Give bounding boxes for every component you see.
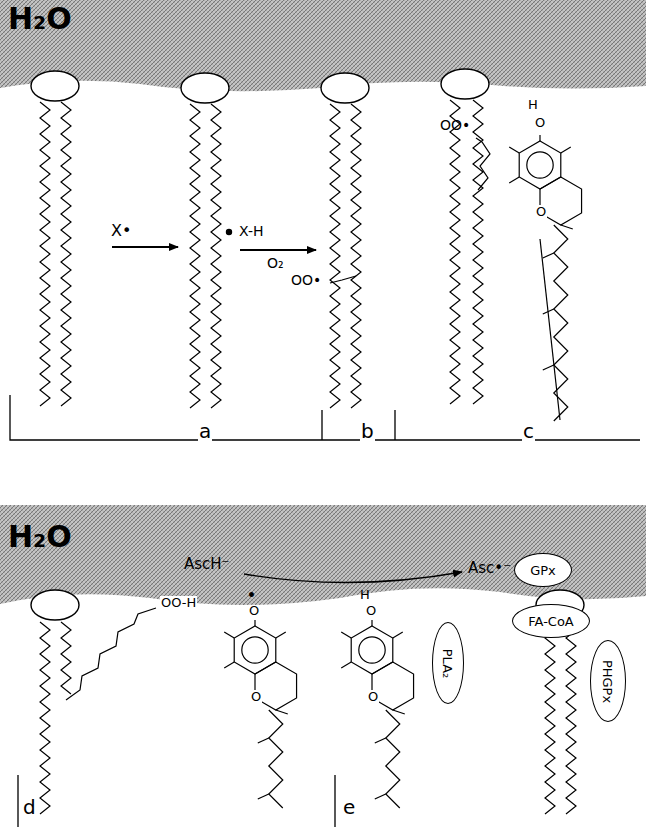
peroxyl-chain [476, 138, 490, 190]
fatty-acid-chain [473, 100, 483, 404]
fatty-acid-chain [545, 622, 555, 814]
atom-label: O [250, 690, 262, 704]
hydroxyl-bond [254, 620, 255, 626]
aromatic-ring [234, 626, 276, 674]
methyl-branch [543, 253, 554, 258]
fatty-acid-chain [40, 102, 50, 406]
methyl-branch [224, 632, 234, 638]
enzyme-ellipse: FA-CoA [512, 604, 590, 638]
methyl-branch [543, 365, 554, 370]
phospholipid-head [441, 69, 489, 99]
methyl-branch [276, 632, 286, 638]
methyl-branch [509, 177, 519, 183]
atom-label: H [528, 98, 538, 112]
enzyme-name: GPx [530, 563, 556, 578]
atom-label: O [535, 116, 545, 130]
methyl-branch [341, 632, 351, 638]
methyl-branch [375, 738, 386, 743]
phospholipid-head [181, 73, 229, 103]
panel-letter: e [342, 796, 356, 818]
medium-label: H₂O [8, 520, 72, 553]
atom-label: H [360, 588, 370, 602]
medium-label: H₂O [8, 2, 72, 35]
panel-divider [10, 395, 640, 440]
methyl-branch [258, 738, 269, 743]
reaction-arrow [240, 249, 316, 251]
panel-divider [322, 410, 395, 440]
aromatic-ring [519, 141, 561, 189]
panel-divider [18, 775, 335, 827]
methyl-branch [224, 662, 234, 668]
hydroxyl-bond [539, 135, 540, 141]
phospholipid-head [31, 590, 79, 620]
phospholipid-head [321, 73, 369, 103]
phytyl-tail [386, 710, 400, 808]
panel-letter: d [22, 796, 37, 818]
phytyl-tail [269, 710, 283, 808]
fatty-acid-chain [66, 608, 156, 700]
atom-label: O [367, 690, 379, 704]
phytyl-tail [540, 239, 560, 420]
phytyl-tail [554, 225, 568, 421]
reaction-arrow [112, 246, 178, 248]
aromatic-ring [359, 637, 385, 663]
fatty-acid-chain [61, 622, 71, 694]
aromatic-ring [351, 626, 393, 674]
methyl-branch [561, 225, 573, 229]
ascorbate-radical-label: Asc•⁻ [468, 560, 511, 577]
fatty-acid-chain [351, 104, 361, 408]
enzyme-name: PLA₂ [441, 648, 456, 678]
methyl-branch [341, 662, 351, 668]
enzyme-ellipse: PHGPx [590, 640, 626, 722]
fatty-acid-chain [61, 102, 71, 406]
radical-label: X• [110, 222, 132, 240]
fatty-acid-chain [40, 622, 50, 814]
aromatic-ring [527, 152, 553, 178]
electron-transfer-arrow [244, 572, 462, 583]
enzyme-name: PHGPx [601, 659, 616, 702]
ascorbate-label: AscH⁻ [184, 556, 230, 573]
enzyme-ellipse: PLA₂ [432, 622, 464, 704]
panel-letter: a [198, 420, 212, 442]
methyl-branch [509, 147, 519, 153]
methyl-branch [393, 710, 405, 714]
hydroperoxide-label: OO-H [160, 596, 197, 610]
methyl-branch [561, 147, 571, 153]
methyl-branch [258, 794, 269, 799]
radical-dot [226, 229, 231, 234]
fatty-acid-chain [566, 622, 576, 814]
enzyme-ellipse: GPx [514, 553, 572, 587]
fatty-acid-chain [190, 104, 200, 408]
enzyme-name: FA-CoA [528, 614, 574, 629]
panel-letter: b [360, 420, 375, 442]
phospholipid-head [31, 71, 79, 101]
methyl-branch [276, 710, 288, 714]
water-band [0, 0, 646, 91]
methyl-branch [375, 794, 386, 799]
atom-label: O [366, 604, 376, 618]
fatty-acid-chain [450, 100, 460, 404]
atom-label: O [249, 604, 259, 618]
atom-label: O [535, 205, 547, 219]
reactant-label: O₂ [266, 256, 285, 271]
aromatic-ring [242, 637, 268, 663]
peroxyl-label: OO• [290, 273, 322, 288]
panel-letter: c [522, 420, 535, 442]
methyl-branch [393, 632, 403, 638]
fatty-acid-chain [330, 104, 340, 408]
product-label: X-H [238, 224, 264, 239]
fatty-acid-chain [211, 104, 221, 408]
hydroxyl-bond [371, 620, 372, 626]
peroxyl-bond [330, 276, 356, 283]
peroxyl-label: OO• [440, 118, 470, 133]
radical-dot: • [247, 588, 256, 603]
water-band [0, 505, 646, 605]
